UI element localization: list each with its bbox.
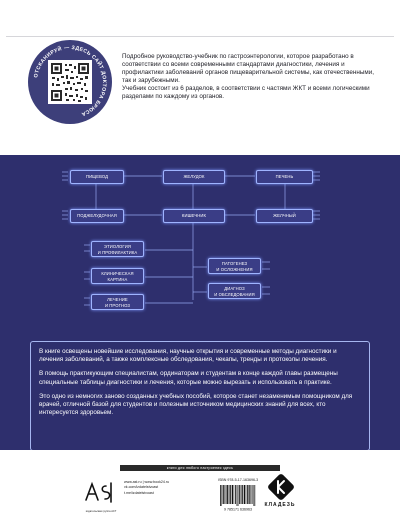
footer-section <box>0 450 400 522</box>
digestive-system-diagram <box>62 171 320 306</box>
node-stomach: ЖЕЛУДОК <box>163 170 225 184</box>
node-pancreas: ПОДЖЕЛУДОЧНАЯ <box>70 209 124 223</box>
info-paragraph: Это одно из немногих заново созданных уч… <box>39 392 353 417</box>
navy-section: ПИЩЕВОД ЖЕЛУДОК ПЕЧЕНЬ ПОДЖЕЛУДОЧНАЯ КИШ… <box>0 155 400 451</box>
node-gallbladder: ЖЕЛЧНЫЙ <box>256 209 313 223</box>
ast-label: издательская группа АСТ <box>85 510 117 513</box>
qr-code[interactable] <box>48 60 92 104</box>
publisher-links: www.ast.ru | www.book24.ru vk.com/izdate… <box>124 480 169 496</box>
publisher-name: КЛАДЕЗЬ <box>264 502 296 508</box>
ast-logo <box>85 481 112 503</box>
info-paragraph: В помощь практикующим специалистам, орди… <box>39 370 338 386</box>
site-link[interactable]: www.ast.ru | www.book24.ru <box>124 480 170 484</box>
node-intestine: КИШЕЧНИК <box>163 209 225 223</box>
qr-badge[interactable]: ОТСКАНИРУЙ — ЗДЕСЬ САЙТ ДОКТОРА БРЮСА <box>28 40 112 124</box>
description-paragraph: Учебник состоит из 6 разделов, в соответ… <box>122 85 370 100</box>
info-box: В книге освещены новейшие исследования, … <box>30 341 370 451</box>
top-section: ОТСКАНИРУЙ — ЗДЕСЬ САЙТ ДОКТОРА БРЮСА <box>0 0 400 155</box>
promo-banner: книги для любого настроения здесь <box>120 465 280 471</box>
barcode: 9 785171 636963 <box>218 484 258 512</box>
svg-text:9 785171 636963: 9 785171 636963 <box>224 508 252 512</box>
node-liver: ПЕЧЕНЬ <box>256 170 313 184</box>
divider <box>6 36 394 37</box>
telegram-link[interactable]: t.me/izdatelstvoast <box>124 490 154 495</box>
book-description: Подробное руководство-учебник по гастроэ… <box>122 53 384 101</box>
info-paragraph: В книге освещены новейшие исследования, … <box>39 348 337 364</box>
node-esophagus: ПИЩЕВОД <box>70 170 124 184</box>
isbn: ISBN 978-5-17-163696-3 <box>218 478 259 482</box>
vk-link[interactable]: vk.com/izdatelstvoast <box>124 485 159 490</box>
kladez-logo <box>268 474 294 500</box>
description-paragraph: Подробное руководство-учебник по гастроэ… <box>122 53 375 84</box>
